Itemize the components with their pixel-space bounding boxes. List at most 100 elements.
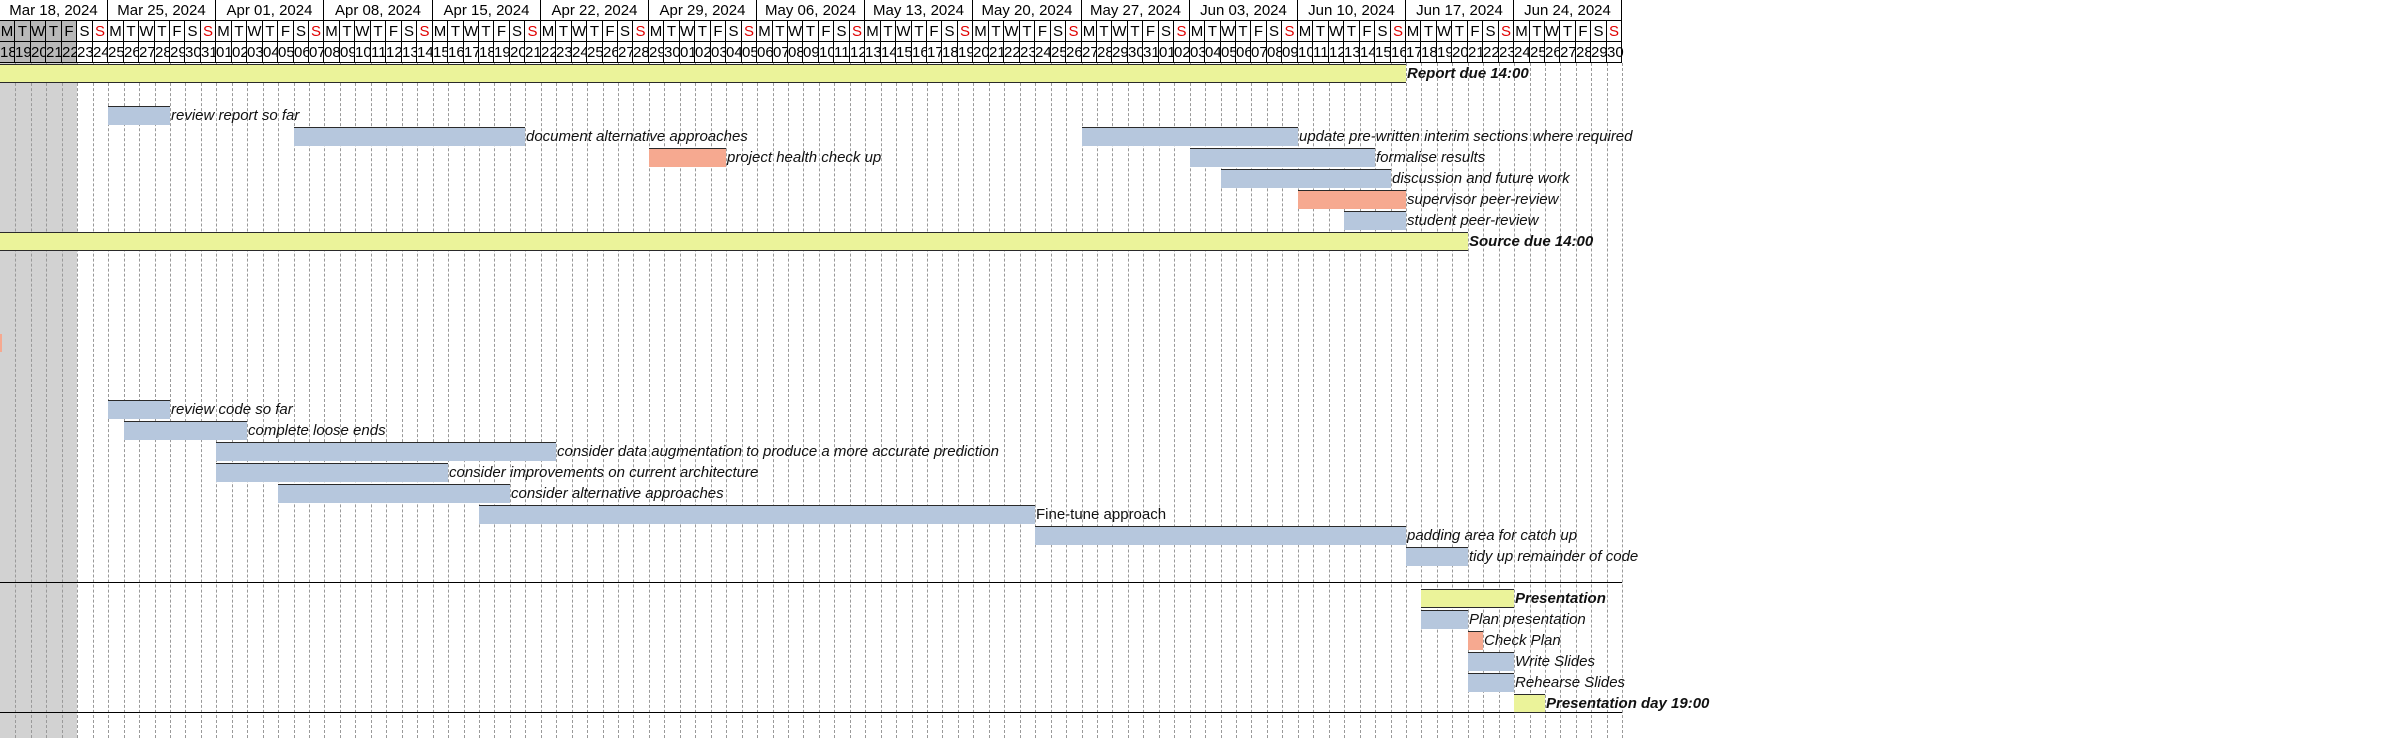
day-gridline: [216, 63, 217, 738]
weekday-header-cell: T: [556, 21, 572, 42]
day-number-header-cell: 11: [1313, 42, 1329, 63]
day-number-header-cell: 17: [464, 42, 481, 63]
day-number-header-cell: 18: [942, 42, 959, 63]
day-gridline: [850, 63, 851, 738]
day-gridline: [170, 63, 171, 738]
task-bar[interactable]: [1298, 190, 1406, 209]
task-label: complete loose ends: [248, 422, 386, 439]
day-number-header-cell: 26: [1545, 42, 1562, 63]
task-bar[interactable]: [1082, 127, 1298, 146]
weekday-header-cell: T: [1128, 21, 1143, 42]
day-number-header-cell: 14: [417, 42, 434, 63]
task-bar[interactable]: [1468, 673, 1514, 692]
day-number-header-cell: 27: [139, 42, 156, 63]
day-number-header-cell: 04: [1205, 42, 1222, 63]
weekday-header-cell: F: [278, 21, 294, 42]
day-number-header-cell: 20: [31, 42, 48, 63]
task-bar[interactable]: [294, 127, 525, 146]
weekday-header-cell: S: [1499, 21, 1514, 42]
weekday-header-cell: S: [417, 21, 433, 42]
task-bar[interactable]: [216, 463, 448, 482]
weekday-header-cell: S: [1267, 21, 1282, 42]
task-bar[interactable]: [1421, 589, 1514, 608]
week-header-cell: Apr 01, 2024: [216, 0, 324, 21]
week-header-cell: Mar 18, 2024: [0, 0, 108, 21]
day-number-header-cell: 22: [1004, 42, 1021, 63]
weekday-header-cell: F: [386, 21, 402, 42]
task-bar[interactable]: [649, 148, 726, 167]
day-number-header-cell: 06: [294, 42, 311, 63]
task-bar[interactable]: [1514, 694, 1545, 713]
weekday-header-cell: T: [448, 21, 464, 42]
task-label: student peer-review: [1407, 212, 1539, 229]
weekday-header-cell: T: [155, 21, 170, 42]
task-bar[interactable]: [216, 442, 556, 461]
day-number-header-cell: 11: [834, 42, 850, 63]
weekday-header-cell: M: [108, 21, 124, 42]
weekday-header-cell: F: [1251, 21, 1267, 42]
weekday-header-cell: S: [1174, 21, 1190, 42]
day-number-header-cell: 23: [556, 42, 573, 63]
week-header-cell: Apr 22, 2024: [541, 0, 649, 21]
weekday-header-cell: M: [649, 21, 664, 42]
task-bar[interactable]: [1406, 547, 1468, 566]
day-number-header-cell: 28: [633, 42, 650, 63]
weekday-header-cell: W: [1112, 21, 1128, 42]
weekday-header-cell: W: [1545, 21, 1560, 42]
day-gridline: [1298, 63, 1299, 738]
task-bar[interactable]: [1421, 610, 1468, 629]
task-bar[interactable]: [1190, 148, 1375, 167]
task-bar[interactable]: [1468, 631, 1483, 650]
day-gridline: [711, 63, 712, 738]
day-gridline: [309, 63, 310, 738]
task-bar[interactable]: [479, 505, 1035, 524]
day-gridline: [587, 63, 588, 738]
task-bar[interactable]: [124, 421, 247, 440]
day-gridline: [603, 63, 604, 738]
weekday-header-cell: S: [942, 21, 958, 42]
weekday-header-cell: T: [1452, 21, 1468, 42]
section-separator: [0, 582, 1622, 583]
day-gridline: [402, 63, 403, 738]
day-gridline: [247, 63, 248, 738]
day-number-header-cell: 17: [927, 42, 944, 63]
weekday-header-cell: T: [124, 21, 139, 42]
task-label: consider improvements on current archite…: [449, 464, 759, 481]
day-gridline: [1282, 63, 1283, 738]
week-header-cell: May 13, 2024: [865, 0, 973, 21]
day-gridline: [386, 63, 387, 738]
weekday-header-cell: S: [834, 21, 850, 42]
weekday-header-cell: S: [958, 21, 973, 42]
task-bar[interactable]: [1035, 526, 1406, 545]
task-bar[interactable]: [0, 232, 1468, 251]
task-bar[interactable]: [278, 484, 510, 503]
day-gridline: [1406, 63, 1407, 738]
weekday-header-cell: W: [572, 21, 587, 42]
weekday-header-cell: T: [881, 21, 896, 42]
day-gridline: [1066, 63, 1067, 738]
task-bar[interactable]: [108, 106, 170, 125]
weekday-header-cell: W: [247, 21, 263, 42]
day-number-header-cell: 24: [572, 42, 589, 63]
task-bar[interactable]: [108, 400, 170, 419]
task-bar[interactable]: [1221, 169, 1391, 188]
weekday-header-cell: S: [850, 21, 865, 42]
weekday-header-cell: F: [1360, 21, 1375, 42]
day-gridline: [680, 63, 681, 738]
task-label: consider data augmentation to produce a …: [557, 443, 999, 460]
weekday-header-cell: W: [1004, 21, 1020, 42]
day-gridline: [989, 63, 990, 738]
day-gridline: [773, 63, 774, 738]
day-gridline: [1035, 63, 1036, 738]
weekday-header-cell: T: [479, 21, 494, 42]
task-bar[interactable]: [1344, 211, 1406, 230]
task-label: Plan presentation: [1469, 611, 1586, 628]
day-gridline: [93, 63, 94, 738]
day-gridline: [942, 63, 943, 738]
weekday-header-cell: T: [1344, 21, 1360, 42]
task-bar[interactable]: [0, 64, 1406, 83]
day-gridline: [664, 63, 665, 738]
day-number-header-cell: 12: [386, 42, 403, 63]
task-bar[interactable]: [1468, 652, 1514, 671]
day-number-header-cell: 22: [541, 42, 558, 63]
